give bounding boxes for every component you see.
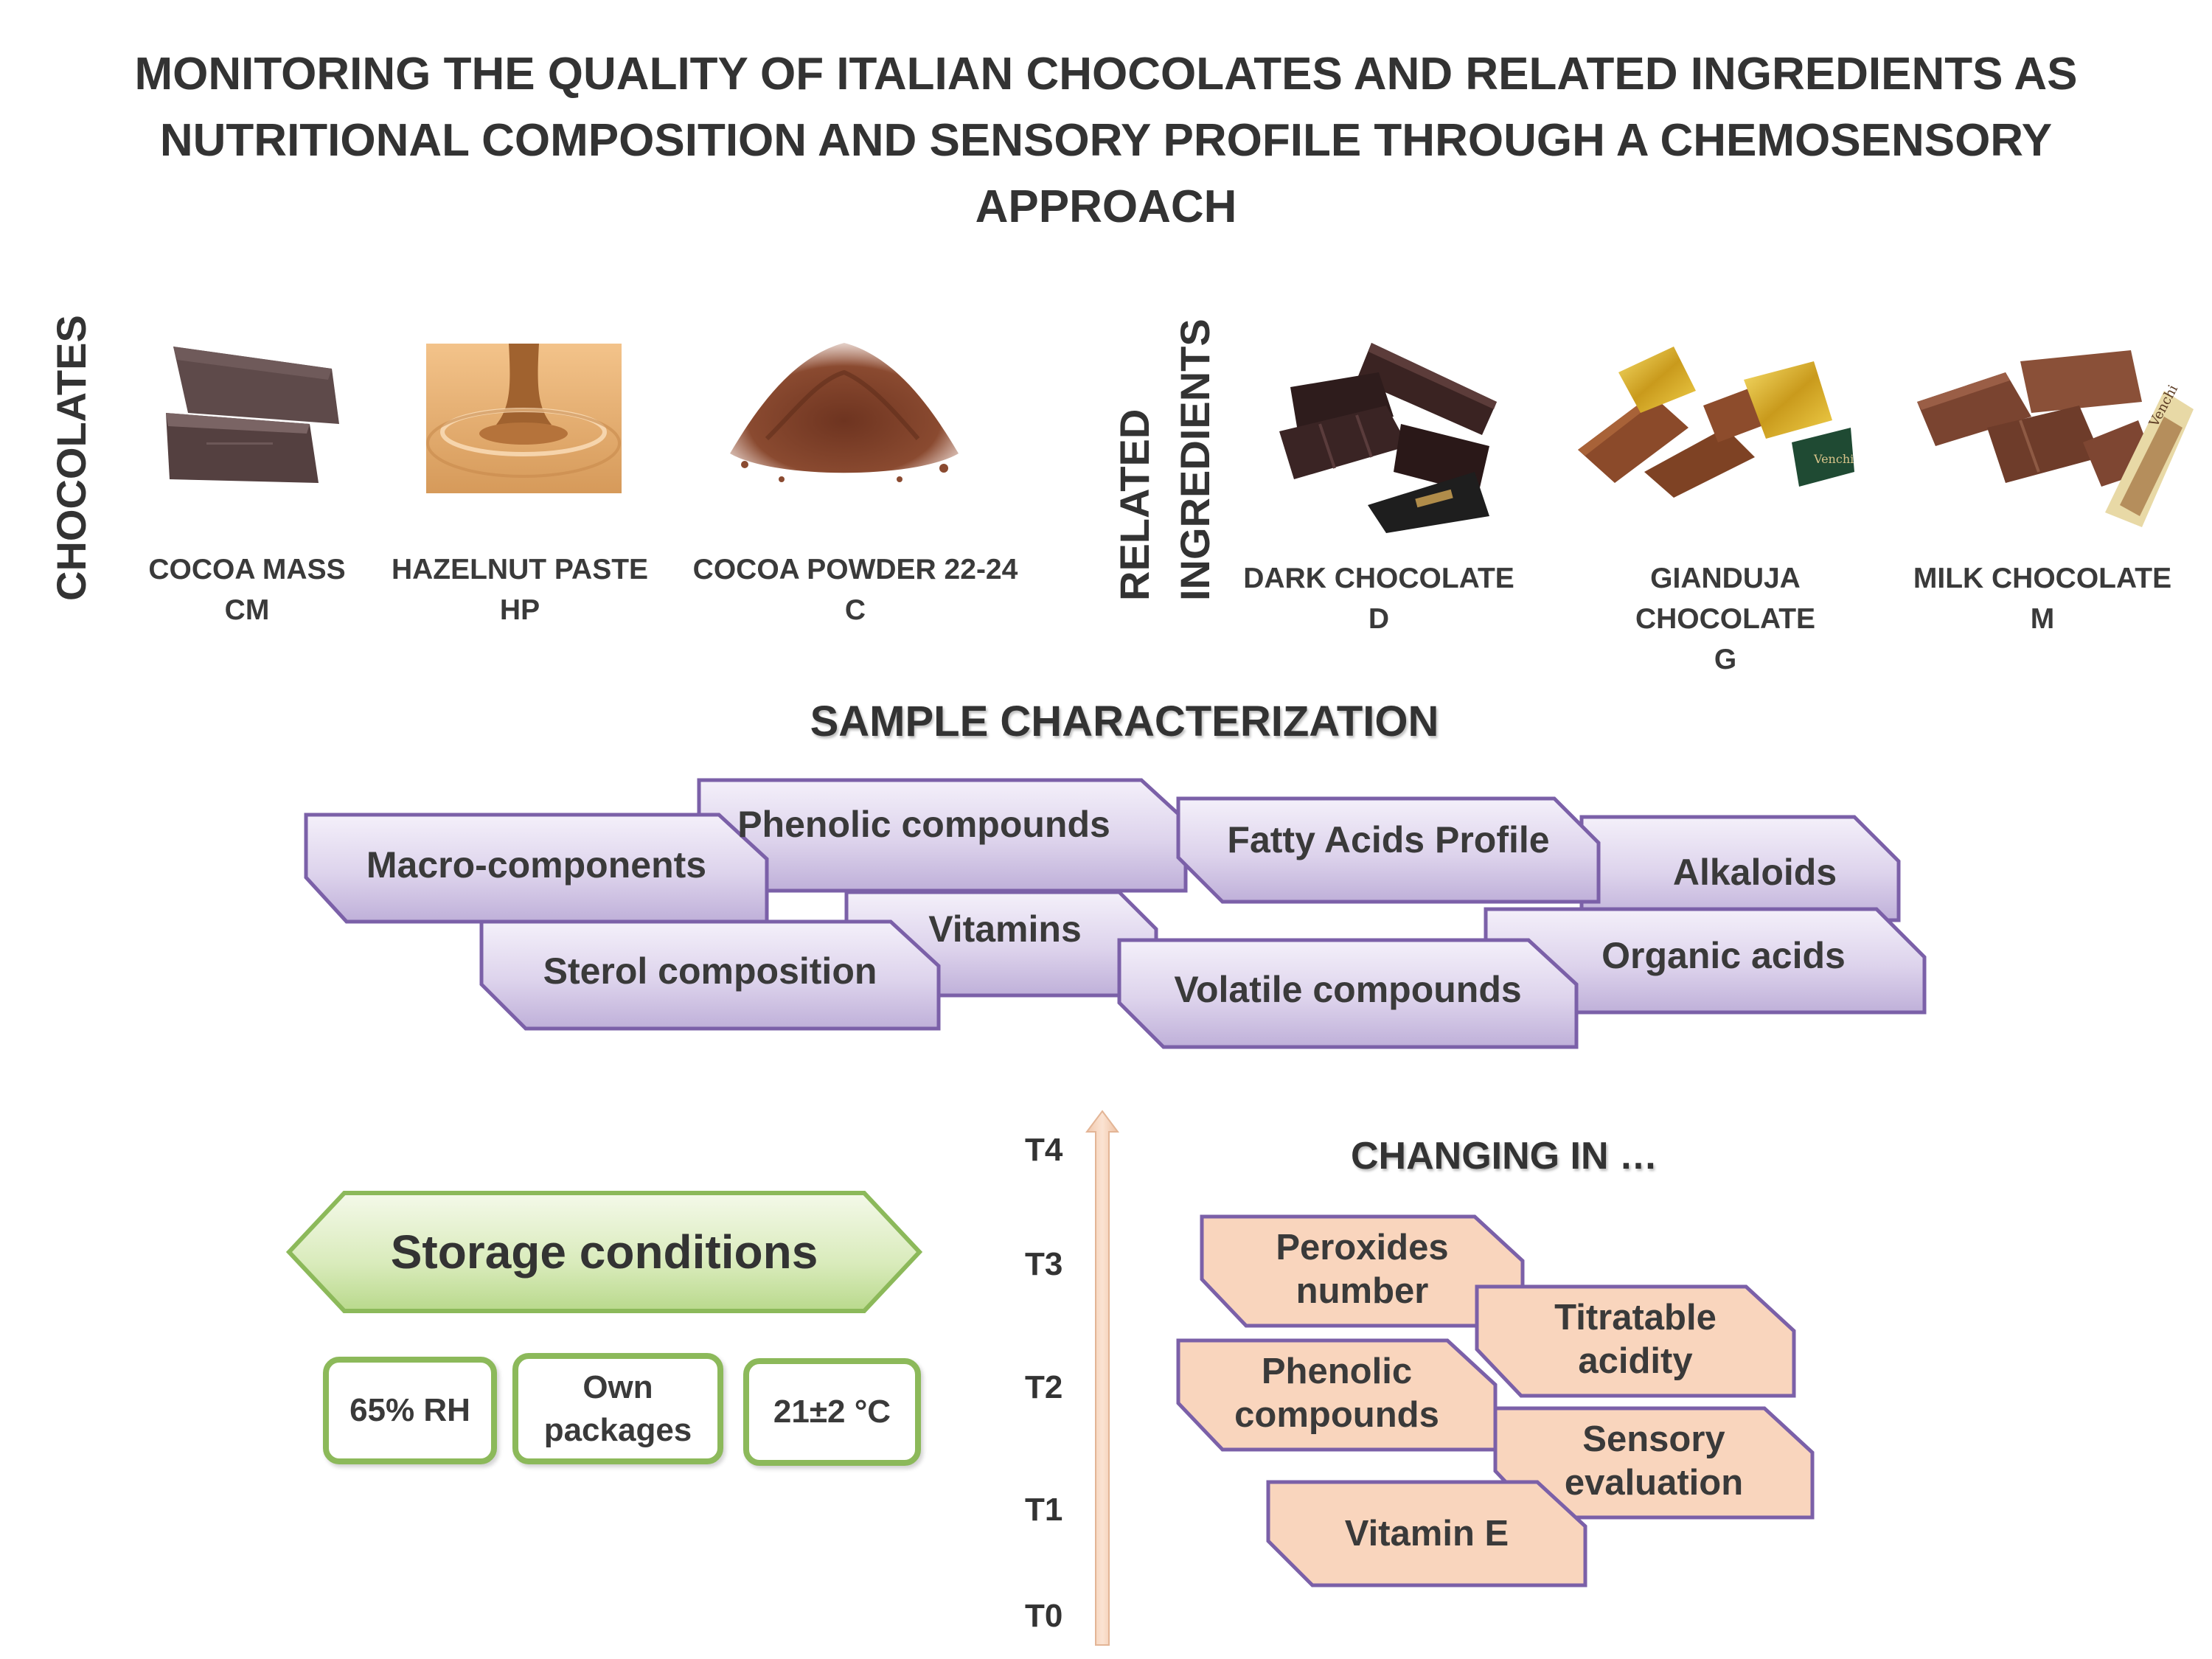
sample-caption-milk-chocolate: MILK CHOCOLATE M [1902, 558, 2183, 639]
group-label-related-line-1: RELATED [1111, 408, 1158, 601]
sample-caption-line-2: CM [224, 594, 270, 626]
group-label-chocolates: CHOCOLATES [48, 315, 94, 601]
tag-fatty-acids-profile: Fatty Acids Profile [1176, 796, 1601, 904]
change-tag-line-2: number [1295, 1270, 1429, 1311]
tag-organic-acids: Organic acids [1484, 907, 1927, 1015]
storage-box-text: 65% RH [349, 1392, 470, 1429]
changing-in-title: CHANGING IN … [1351, 1135, 1658, 1178]
sample-caption-dark-chocolate: DARK CHOCOLATE D [1239, 558, 1519, 639]
sample-caption-line-2: CHOCOLATE [1635, 603, 1816, 635]
change-tag-peroxides-number: Peroxides number [1200, 1214, 1525, 1328]
sample-caption-line-2: C [844, 594, 866, 626]
gianduja-chocolate-image: Venchi [1578, 347, 1854, 498]
change-tag-line-2: compounds [1234, 1394, 1439, 1435]
change-tag-line-1: Titratable [1554, 1297, 1717, 1338]
storage-box-packages: Own packages [512, 1353, 723, 1464]
sample-caption-line-1: COCOA POWDER 22-24 [692, 554, 1018, 585]
dark-chocolate-image [1279, 343, 1497, 533]
tag-text: Fatty Acids Profile [1227, 819, 1550, 860]
cocoa-powder-image [730, 343, 959, 482]
storage-box-humidity: 65% RH [323, 1357, 497, 1464]
time-label-t0: T0 [1025, 1598, 1063, 1634]
time-label-t2: T2 [1025, 1369, 1063, 1405]
storage-box-text-line-1: Own [582, 1369, 653, 1406]
change-tag-sensory-evaluation: Sensory evaluation [1493, 1406, 1815, 1520]
storage-box-text: 21±2 °C [773, 1394, 891, 1430]
sample-caption-line-2: HP [499, 594, 540, 626]
change-tag-line-1: Sensory [1582, 1419, 1725, 1459]
sample-caption-line-3: G [1714, 644, 1737, 675]
time-arrow [1085, 1110, 1119, 1646]
change-tag-line-1: Vitamin E [1344, 1513, 1509, 1554]
sample-characterization-title: SAMPLE CHARACTERIZATION [810, 698, 1439, 745]
tag-volatile-compounds: Volatile compounds [1117, 938, 1579, 1049]
storage-box-text-line-2: packages [543, 1411, 692, 1448]
tag-text: Phenolic compounds [737, 804, 1110, 845]
sample-caption-line-1: MILK CHOCOLATE [1913, 563, 2172, 594]
tag-text: Vitamins [928, 908, 1082, 950]
milk-chocolate-image: Venchi [1917, 350, 2194, 527]
tag-text: Alkaloids [1672, 852, 1837, 893]
group-label-related-line-2: INGREDIENTS [1172, 319, 1218, 601]
sample-caption-line-1: COCOA MASS [148, 554, 346, 585]
sample-caption-line-1: HAZELNUT PASTE [391, 554, 649, 585]
change-tag-phenolic-compounds: Phenolic compounds [1176, 1338, 1498, 1452]
time-label-t1: T1 [1025, 1492, 1063, 1528]
sample-caption-gianduja-chocolate: GIANDUJA CHOCOLATE G [1600, 558, 1851, 680]
storage-box-temperature: 21±2 °C [743, 1358, 921, 1466]
page-title: MONITORING THE QUALITY OF ITALIAN CHOCOL… [111, 41, 2101, 240]
change-tag-vitamin-e: Vitamin E [1266, 1480, 1587, 1587]
time-label-t4: T4 [1025, 1132, 1063, 1168]
sample-caption-hazelnut-paste: HAZELNUT PASTE HP [387, 549, 653, 630]
storage-conditions-title: Storage conditions [390, 1225, 818, 1279]
tag-text: Sterol composition [543, 950, 877, 992]
sample-caption-cocoa-mass: COCOA MASS CM [125, 549, 369, 630]
tag-text: Organic acids [1601, 934, 1846, 976]
title-line-2: NUTRITIONAL COMPOSITION AND SENSORY PROF… [159, 115, 2053, 166]
tag-sterol-composition: Sterol composition [479, 919, 941, 1031]
change-tag-titratable-acidity: Titratable acidity [1475, 1284, 1796, 1398]
title-line-1: MONITORING THE QUALITY OF ITALIAN CHOCOL… [134, 49, 2078, 100]
time-label-t3: T3 [1025, 1246, 1063, 1282]
change-tag-line-1: Peroxides [1276, 1227, 1449, 1267]
change-tag-line-1: Phenolic [1261, 1351, 1413, 1391]
change-tag-line-2: evaluation [1564, 1462, 1744, 1503]
sample-caption-line-1: GIANDUJA [1650, 563, 1801, 594]
sample-caption-line-2: D [1368, 603, 1390, 635]
sample-caption-line-2: M [2030, 603, 2055, 635]
svg-text:Venchi: Venchi [1813, 452, 1854, 466]
tag-macro-components: Macro-components [304, 813, 769, 924]
tag-phenolic-compounds: Phenolic compounds [697, 778, 1188, 893]
title-line-3: APPROACH [975, 181, 1237, 232]
tag-alkaloids: Alkaloids [1579, 815, 1901, 922]
sample-caption-cocoa-powder: COCOA POWDER 22-24 C [678, 549, 1032, 630]
change-tag-line-2: acidity [1578, 1340, 1693, 1381]
storage-conditions-banner: Storage conditions [285, 1191, 923, 1313]
tag-text: Volatile compounds [1174, 968, 1522, 1010]
cocoa-mass-image [166, 347, 339, 483]
tag-text: Macro-components [366, 844, 707, 886]
hazelnut-paste-image [426, 344, 622, 493]
sample-caption-line-1: DARK CHOCOLATE [1243, 563, 1514, 594]
